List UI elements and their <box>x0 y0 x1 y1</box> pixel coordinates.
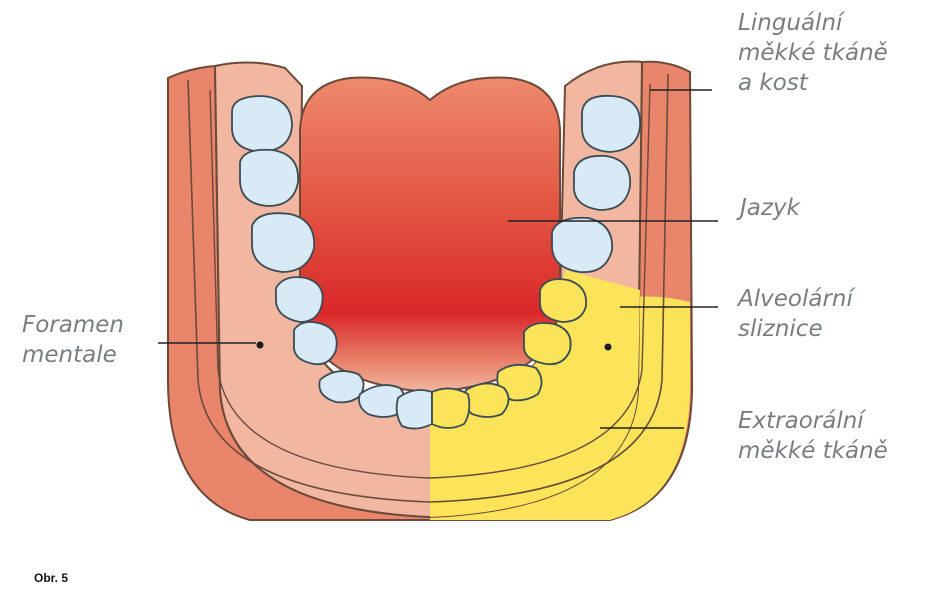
label-foramen-mentale: Foramen mentale <box>22 310 124 370</box>
label-lingual-soft-tissue: Linguální měkké tkáně a kost <box>738 8 888 98</box>
right-molars <box>551 94 641 273</box>
label-line: Extraorální <box>738 408 864 434</box>
label-alveolar-mucosa: Alveolární sliznice <box>738 284 853 344</box>
label-line: měkké tkáně <box>738 40 888 66</box>
label-extraoral-soft-tissue: Extraorální měkké tkáně <box>738 406 888 466</box>
label-line: Alveolární <box>738 286 853 312</box>
gum-line <box>187 73 669 503</box>
tongue <box>299 76 561 394</box>
left-teeth <box>231 95 433 430</box>
label-line: Jazyk <box>740 195 800 221</box>
label-line: Foramen <box>22 312 124 338</box>
label-line: měkké tkáně <box>738 438 888 464</box>
foramen-dot-right <box>604 343 612 351</box>
label-line: mentale <box>22 342 117 368</box>
foramen-dot-left <box>256 341 264 349</box>
label-line: Linguální <box>738 10 843 36</box>
label-line: a kost <box>738 70 808 96</box>
right-yellow-teeth <box>431 278 588 429</box>
figure-label: Obr. 5 <box>34 571 69 585</box>
label-line: sliznice <box>738 316 823 342</box>
label-tongue: Jazyk <box>740 193 800 223</box>
leader-lines <box>158 89 718 429</box>
inner-gum-line <box>209 83 651 479</box>
